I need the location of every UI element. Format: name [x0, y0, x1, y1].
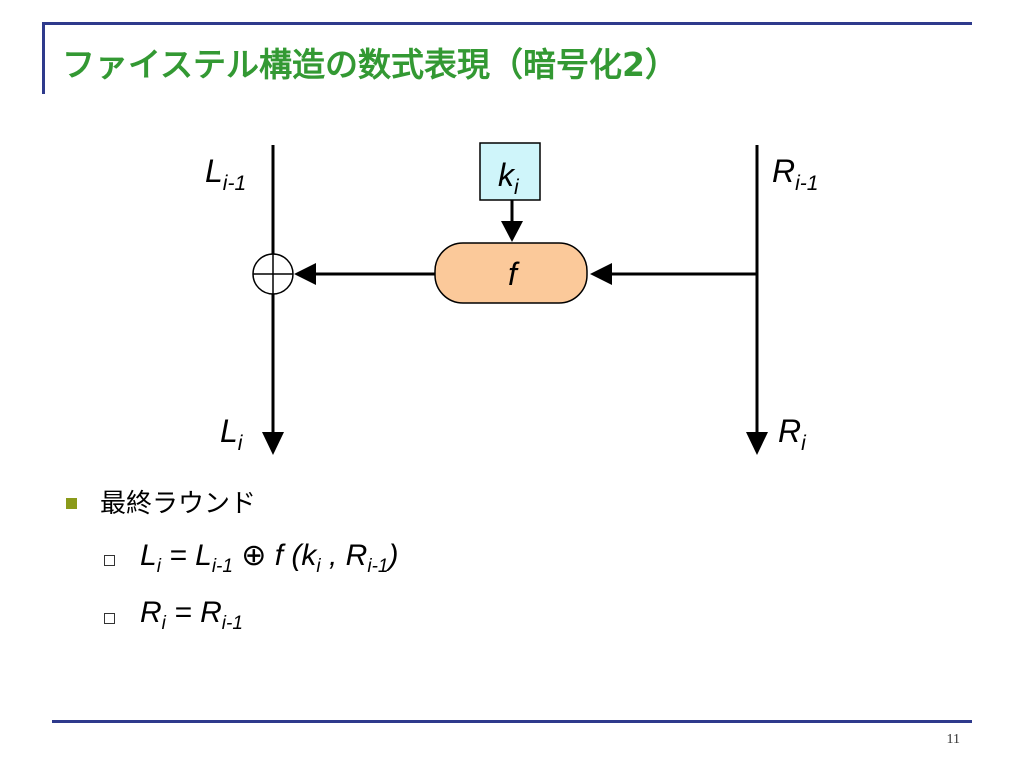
- right-down-arrowhead: [746, 432, 768, 455]
- function-box: [434, 242, 588, 304]
- xor-node: [252, 253, 294, 295]
- square-bullet-icon: [66, 498, 77, 509]
- page-number: 11: [946, 732, 960, 747]
- left-output-label: Li: [220, 413, 244, 455]
- hollow-square-bullet-icon: [104, 613, 115, 624]
- bullet-heading: 最終ラウンド: [100, 489, 257, 519]
- right-input-label: Ri-1: [772, 153, 818, 195]
- hollow-square-bullet-icon: [104, 555, 115, 566]
- title-left-rule: [42, 22, 45, 94]
- slide-title: ファイステル構造の数式表現（暗号化2）: [62, 45, 678, 84]
- key-label: ki: [498, 157, 520, 199]
- key-to-f-arrowhead: [501, 221, 523, 242]
- title-top-rule: [42, 22, 972, 25]
- title-frame: [42, 22, 972, 94]
- formula-r: Ri = Ri-1: [140, 596, 243, 634]
- key-box: [479, 142, 541, 201]
- right-to-f-arrowhead: [590, 263, 612, 285]
- footer-rule: [52, 720, 972, 723]
- f-to-xor-arrowhead: [294, 263, 316, 285]
- formula-l: Li = Li-1 ⊕ f (ki , Ri-1): [140, 539, 399, 577]
- left-input-label: Li-1: [205, 153, 246, 195]
- right-output-label: Ri: [778, 413, 807, 455]
- left-down-arrowhead: [262, 432, 284, 455]
